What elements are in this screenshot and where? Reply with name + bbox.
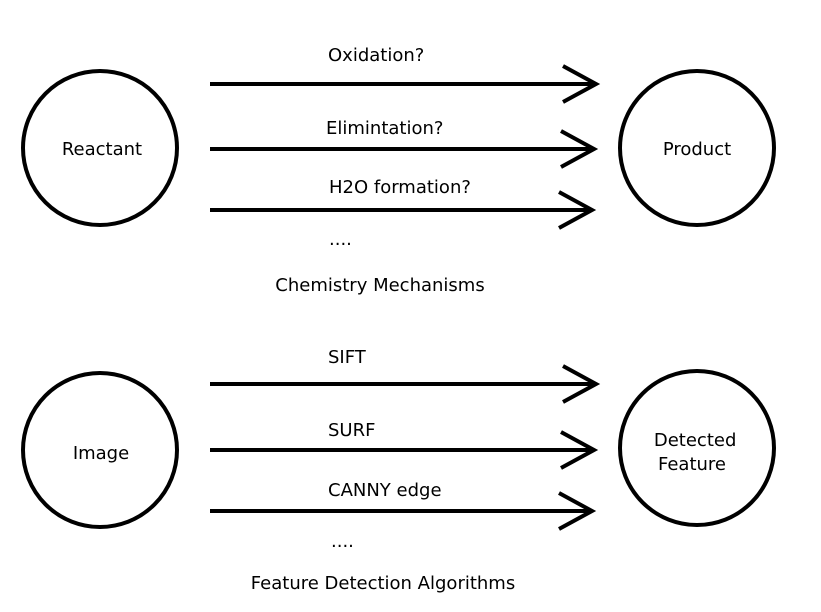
reactant-node [21,69,179,227]
detected-feature-line-2: Feature [658,454,726,475]
detected-feature-node [618,369,776,527]
chemistry-caption: Chemistry Mechanisms [275,275,484,296]
arrow-h2o-formation: H2O formation? [210,177,597,230]
arrow-sift: SIFT [210,347,601,404]
reactant-label: Reactant [62,139,142,160]
arrow-elimination: Elimintation? [210,118,599,169]
product-label: Product [663,139,731,160]
product-node [618,69,776,227]
feature-detection-diagram: Image Detected Feature SIFT SURF CANNY e… [21,347,776,594]
arrow-label-oxidation: Oxidation? [328,45,424,66]
more-mechanisms-ellipsis: .... [329,229,352,250]
arrow-canny-edge: CANNY edge [210,480,597,531]
arrow-label-canny-edge: CANNY edge [328,480,442,501]
detected-feature-line-1: Detected [654,430,737,451]
arrow-label-surf: SURF [328,420,375,441]
chemistry-diagram: Reactant Product Oxidation? Elimintation… [21,45,776,296]
more-algorithms-ellipsis: .... [331,531,354,552]
image-node [21,371,179,529]
arrow-head [560,129,599,169]
feature-detection-caption: Feature Detection Algorithms [251,573,515,594]
arrow-head [562,64,601,104]
arrow-label-h2o-formation: H2O formation? [329,177,471,198]
arrow-head [558,491,597,531]
arrow-head [558,190,597,230]
arrow-label-elimination: Elimintation? [326,118,443,139]
image-label: Image [73,443,129,464]
arrow-head [562,364,601,404]
arrow-label-sift: SIFT [328,347,367,368]
arrow-head [560,430,599,470]
detected-feature-label: Detected Feature [654,430,742,475]
arrow-surf: SURF [210,420,599,470]
arrow-oxidation: Oxidation? [210,45,601,104]
